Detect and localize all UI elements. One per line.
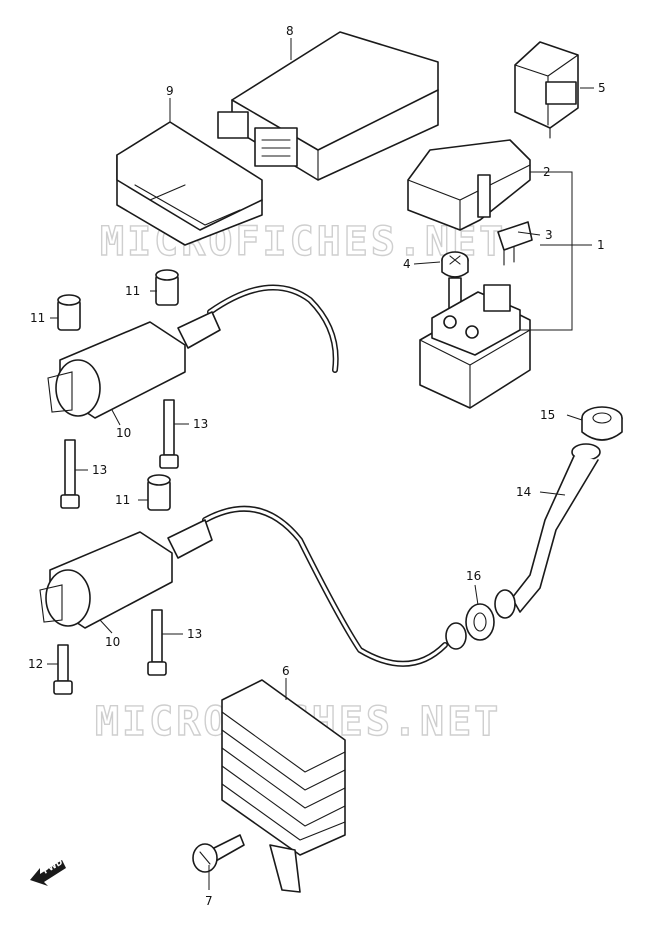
callout-9: 9 [166, 84, 174, 98]
callout-7: 7 [205, 894, 213, 908]
callout-2: 2 [543, 165, 551, 179]
callout-11c: 11 [115, 493, 130, 507]
callout-11b: 11 [30, 311, 45, 325]
bolt-part-12 [53, 644, 73, 695]
callout-3: 3 [545, 228, 553, 242]
callout-13b: 13 [92, 463, 107, 477]
callout-4: 4 [403, 257, 411, 271]
bolt-part-13b [60, 439, 80, 509]
spacer-part-11a [155, 269, 179, 306]
callout-labels: 8 9 5 2 3 1 4 11 11 15 13 10 13 14 11 16… [28, 24, 606, 908]
regulator-rectifier-part-6 [221, 679, 346, 893]
callout-13a: 13 [193, 417, 208, 431]
callout-12: 12 [28, 657, 43, 671]
callout-15: 15 [540, 408, 555, 422]
callout-10b: 10 [105, 635, 120, 649]
spacer-part-11c [147, 474, 171, 511]
ignition-coil-lower-part-10 [39, 505, 448, 667]
fuse-part-3 [497, 221, 533, 266]
leader-lines [47, 38, 594, 890]
cdi-unit-part-8 [217, 31, 439, 181]
bolt-part-13c [147, 609, 167, 676]
grommet-part-15 [581, 406, 623, 441]
callout-6: 6 [282, 664, 290, 678]
ignition-coil-upper-part-10 [47, 284, 339, 419]
callout-10a: 10 [116, 426, 131, 440]
callout-5: 5 [598, 81, 606, 95]
spacer-part-11b [57, 294, 81, 331]
hose-part-14 [494, 443, 601, 619]
starter-relay-part-1 [419, 284, 531, 409]
callout-14: 14 [516, 485, 531, 499]
fwd-arrow: FWD [30, 857, 66, 886]
callout-8: 8 [286, 24, 294, 38]
grommet-part-16 [445, 603, 495, 650]
callout-1: 1 [597, 238, 605, 252]
bolt-part-13a [159, 399, 179, 469]
starter-relay-cover-part-2 [407, 139, 531, 231]
bolt-part-4 [441, 251, 469, 313]
turn-signal-relay-part-5 [514, 41, 579, 139]
callout-11a: 11 [125, 284, 140, 298]
callout-13c: 13 [187, 627, 202, 641]
callout-16: 16 [466, 569, 481, 583]
bolt-part-7 [192, 834, 245, 873]
cdi-cover-part-9 [116, 121, 263, 246]
